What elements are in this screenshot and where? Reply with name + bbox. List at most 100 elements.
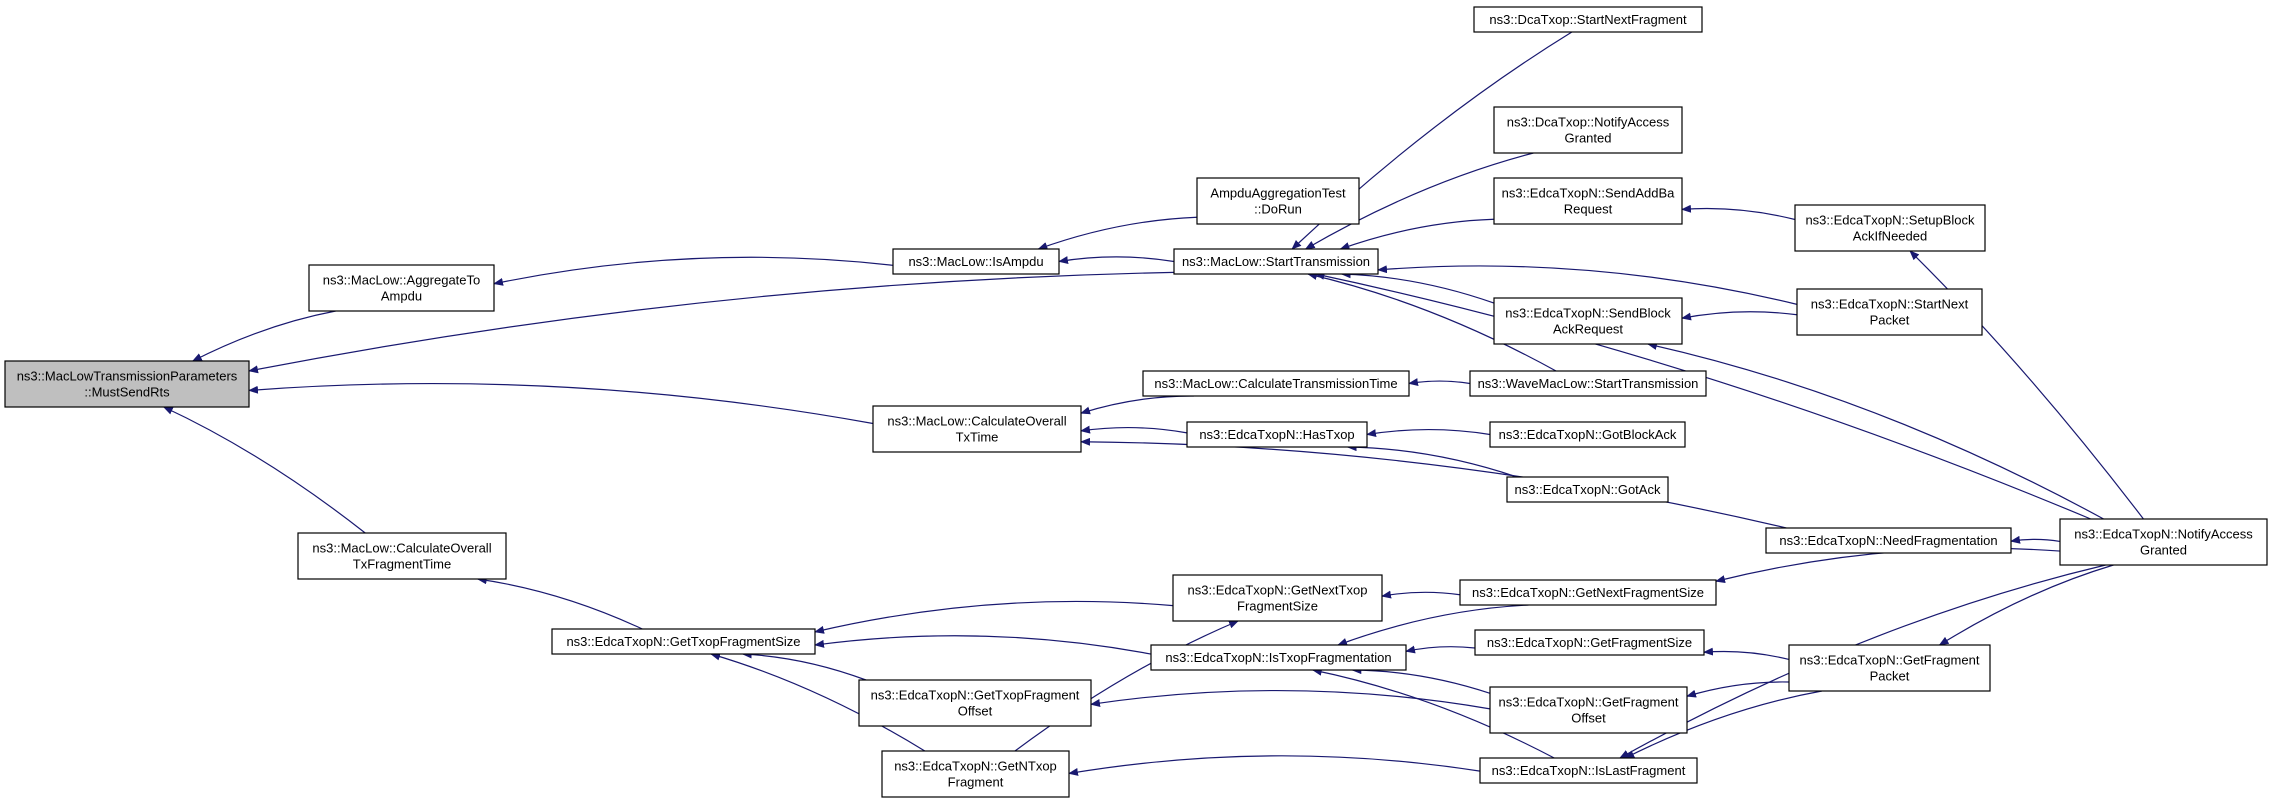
- node-label: ns3::EdcaTxopN::NotifyAccess: [2074, 527, 2253, 542]
- edge-got-block-ack-to-has-txop: [1366, 428, 1491, 438]
- node-label: ns3::EdcaTxopN::GetNextFragmentSize: [1472, 585, 1704, 600]
- node-box: [1493, 177, 1683, 225]
- node-label: ns3::EdcaTxopN::SetupBlock: [1805, 213, 1975, 228]
- edge-edca-notify-access-granted-to-setup-blockack-if-needed: [1909, 250, 2144, 520]
- node-must-send-rts[interactable]: ns3::MacLowTransmissionParameters::MustS…: [4, 360, 250, 408]
- node-label: AckIfNeeded: [1853, 229, 1927, 244]
- nodes-layer: ns3::MacLowTransmissionParameters::MustS…: [4, 6, 2268, 798]
- edge-calc-overall-txtime-to-must-send-rts: [248, 382, 874, 425]
- edge-is-txop-fragmentation-to-get-txop-frag-size: [814, 635, 1152, 655]
- node-label: ns3::EdcaTxopN::GotAck: [1515, 482, 1661, 497]
- node-box: [1142, 370, 1410, 397]
- edge-send-addba-request-to-start-transmission: [1339, 218, 1495, 250]
- node-label: ns3::EdcaTxopN::StartNext: [1811, 297, 1969, 312]
- node-label: Packet: [1870, 669, 1910, 684]
- node-box: [1489, 421, 1686, 448]
- node-label: Fragment: [948, 775, 1004, 790]
- node-label: ns3::EdcaTxopN::GetFragment: [1800, 653, 1980, 668]
- edge-has-txop-to-calc-overall-txtime: [1080, 425, 1188, 434]
- node-box: [1173, 248, 1379, 275]
- edge-start-next-packet-to-send-blockack-request: [1681, 311, 1798, 321]
- edge-aggregate-to-ampdu-to-must-send-rts: [191, 310, 336, 362]
- edge-get-next-fragment-size-to-is-txop-fragmentation: [1337, 604, 1529, 646]
- node-label: TxTime: [956, 430, 999, 445]
- node-box: [892, 248, 1060, 275]
- node-label: AmpduAggregationTest: [1210, 186, 1346, 201]
- node-wave-start-transmission[interactable]: ns3::WaveMacLow::StartTransmission: [1469, 370, 1707, 397]
- node-box: [1172, 574, 1383, 622]
- node-label: ns3::MacLowTransmissionParameters: [17, 369, 238, 384]
- edge-setup-blockack-if-needed-to-send-addba-request: [1681, 204, 1796, 221]
- node-calc-transmission-time[interactable]: ns3::MacLow::CalculateTransmissionTime: [1142, 370, 1410, 397]
- node-get-fragment-size[interactable]: ns3::EdcaTxopN::GetFragmentSize: [1474, 629, 1705, 656]
- node-box: [1459, 579, 1717, 606]
- node-label: ns3::MacLow::CalculateTransmissionTime: [1154, 376, 1397, 391]
- node-start-transmission[interactable]: ns3::MacLow::StartTransmission: [1173, 248, 1379, 275]
- node-box: [1506, 476, 1669, 503]
- node-label: ::MustSendRts: [84, 385, 170, 400]
- node-get-txop-frag-size[interactable]: ns3::EdcaTxopN::GetTxopFragmentSize: [551, 628, 816, 655]
- node-got-ack[interactable]: ns3::EdcaTxopN::GotAck: [1506, 476, 1669, 503]
- node-ampdu-test-dorun[interactable]: AmpduAggregationTest::DoRun: [1196, 177, 1360, 225]
- node-is-ampdu[interactable]: ns3::MacLow::IsAmpdu: [892, 248, 1060, 275]
- edge-edca-notify-access-granted-to-get-fragment-packet: [1938, 564, 2114, 646]
- node-box: [1796, 288, 1983, 336]
- edge-is-last-fragment-to-get-n-txop-fragment: [1068, 755, 1481, 776]
- edge-got-ack-to-has-txop: [1346, 443, 1518, 478]
- edge-get-txop-frag-size-to-calc-overall-txfragtime: [476, 576, 643, 630]
- node-label: ns3::EdcaTxopN::GetNextTxop: [1188, 583, 1368, 598]
- node-box: [4, 360, 250, 408]
- edge-get-fragment-packet-to-is-last-fragment: [1624, 690, 1823, 759]
- node-has-txop[interactable]: ns3::EdcaTxopN::HasTxop: [1186, 421, 1368, 448]
- node-is-txop-fragmentation[interactable]: ns3::EdcaTxopN::IsTxopFragmentation: [1150, 644, 1407, 671]
- edge-wave-start-transmission-to-calc-transmission-time: [1408, 378, 1471, 387]
- node-got-block-ack[interactable]: ns3::EdcaTxopN::GotBlockAck: [1489, 421, 1686, 448]
- node-need-fragmentation[interactable]: ns3::EdcaTxopN::NeedFragmentation: [1765, 527, 2012, 554]
- node-dca-start-next-fragment[interactable]: ns3::DcaTxop::StartNextFragment: [1473, 6, 1703, 33]
- node-label: Granted: [2140, 543, 2187, 558]
- edge-need-fragmentation-to-calc-overall-txtime: [1080, 437, 1787, 529]
- node-label: TxFragmentTime: [353, 557, 451, 572]
- edge-send-blockack-request-to-start-transmission: [1340, 270, 1495, 304]
- edge-dca-notify-access-granted-to-start-transmission: [1304, 152, 1534, 250]
- node-label: ns3::EdcaTxopN::GetFragmentSize: [1487, 635, 1692, 650]
- node-box: [881, 750, 1070, 798]
- edge-edca-notify-access-granted-to-send-blockack-request: [1646, 342, 2104, 520]
- node-label: Packet: [1870, 313, 1910, 328]
- node-box: [1493, 106, 1683, 154]
- edge-is-last-fragment-to-is-txop-fragmentation: [1311, 667, 1555, 759]
- edge-get-fragment-packet-to-get-fragment-size: [1703, 647, 1790, 661]
- edge-edca-notify-access-granted-to-need-fragmentation: [2010, 535, 2061, 544]
- node-label: ns3::MacLow::StartTransmission: [1182, 254, 1370, 269]
- edge-get-fragment-packet-to-get-fragment-offset: [1686, 681, 1790, 698]
- node-label: Ampdu: [381, 289, 422, 304]
- node-box: [1196, 177, 1360, 225]
- node-label: Request: [1564, 202, 1613, 217]
- node-box: [1150, 644, 1407, 671]
- node-box: [1788, 644, 1991, 692]
- node-label: Offset: [958, 704, 993, 719]
- node-label: ns3::EdcaTxopN::SendAddBa: [1502, 186, 1675, 201]
- edge-calc-overall-txfragtime-to-must-send-rts: [162, 406, 366, 534]
- node-box: [858, 679, 1092, 727]
- node-get-next-fragment-size[interactable]: ns3::EdcaTxopN::GetNextFragmentSize: [1459, 579, 1717, 606]
- edge-ampdu-test-dorun-to-is-ampdu: [1037, 216, 1198, 250]
- node-is-last-fragment[interactable]: ns3::EdcaTxopN::IsLastFragment: [1479, 757, 1698, 784]
- node-label: Offset: [1571, 711, 1606, 726]
- node-box: [2059, 518, 2268, 566]
- node-calc-overall-txfragtime[interactable]: ns3::MacLow::CalculateOverallTxFragmentT…: [297, 532, 507, 580]
- node-box: [1489, 686, 1688, 734]
